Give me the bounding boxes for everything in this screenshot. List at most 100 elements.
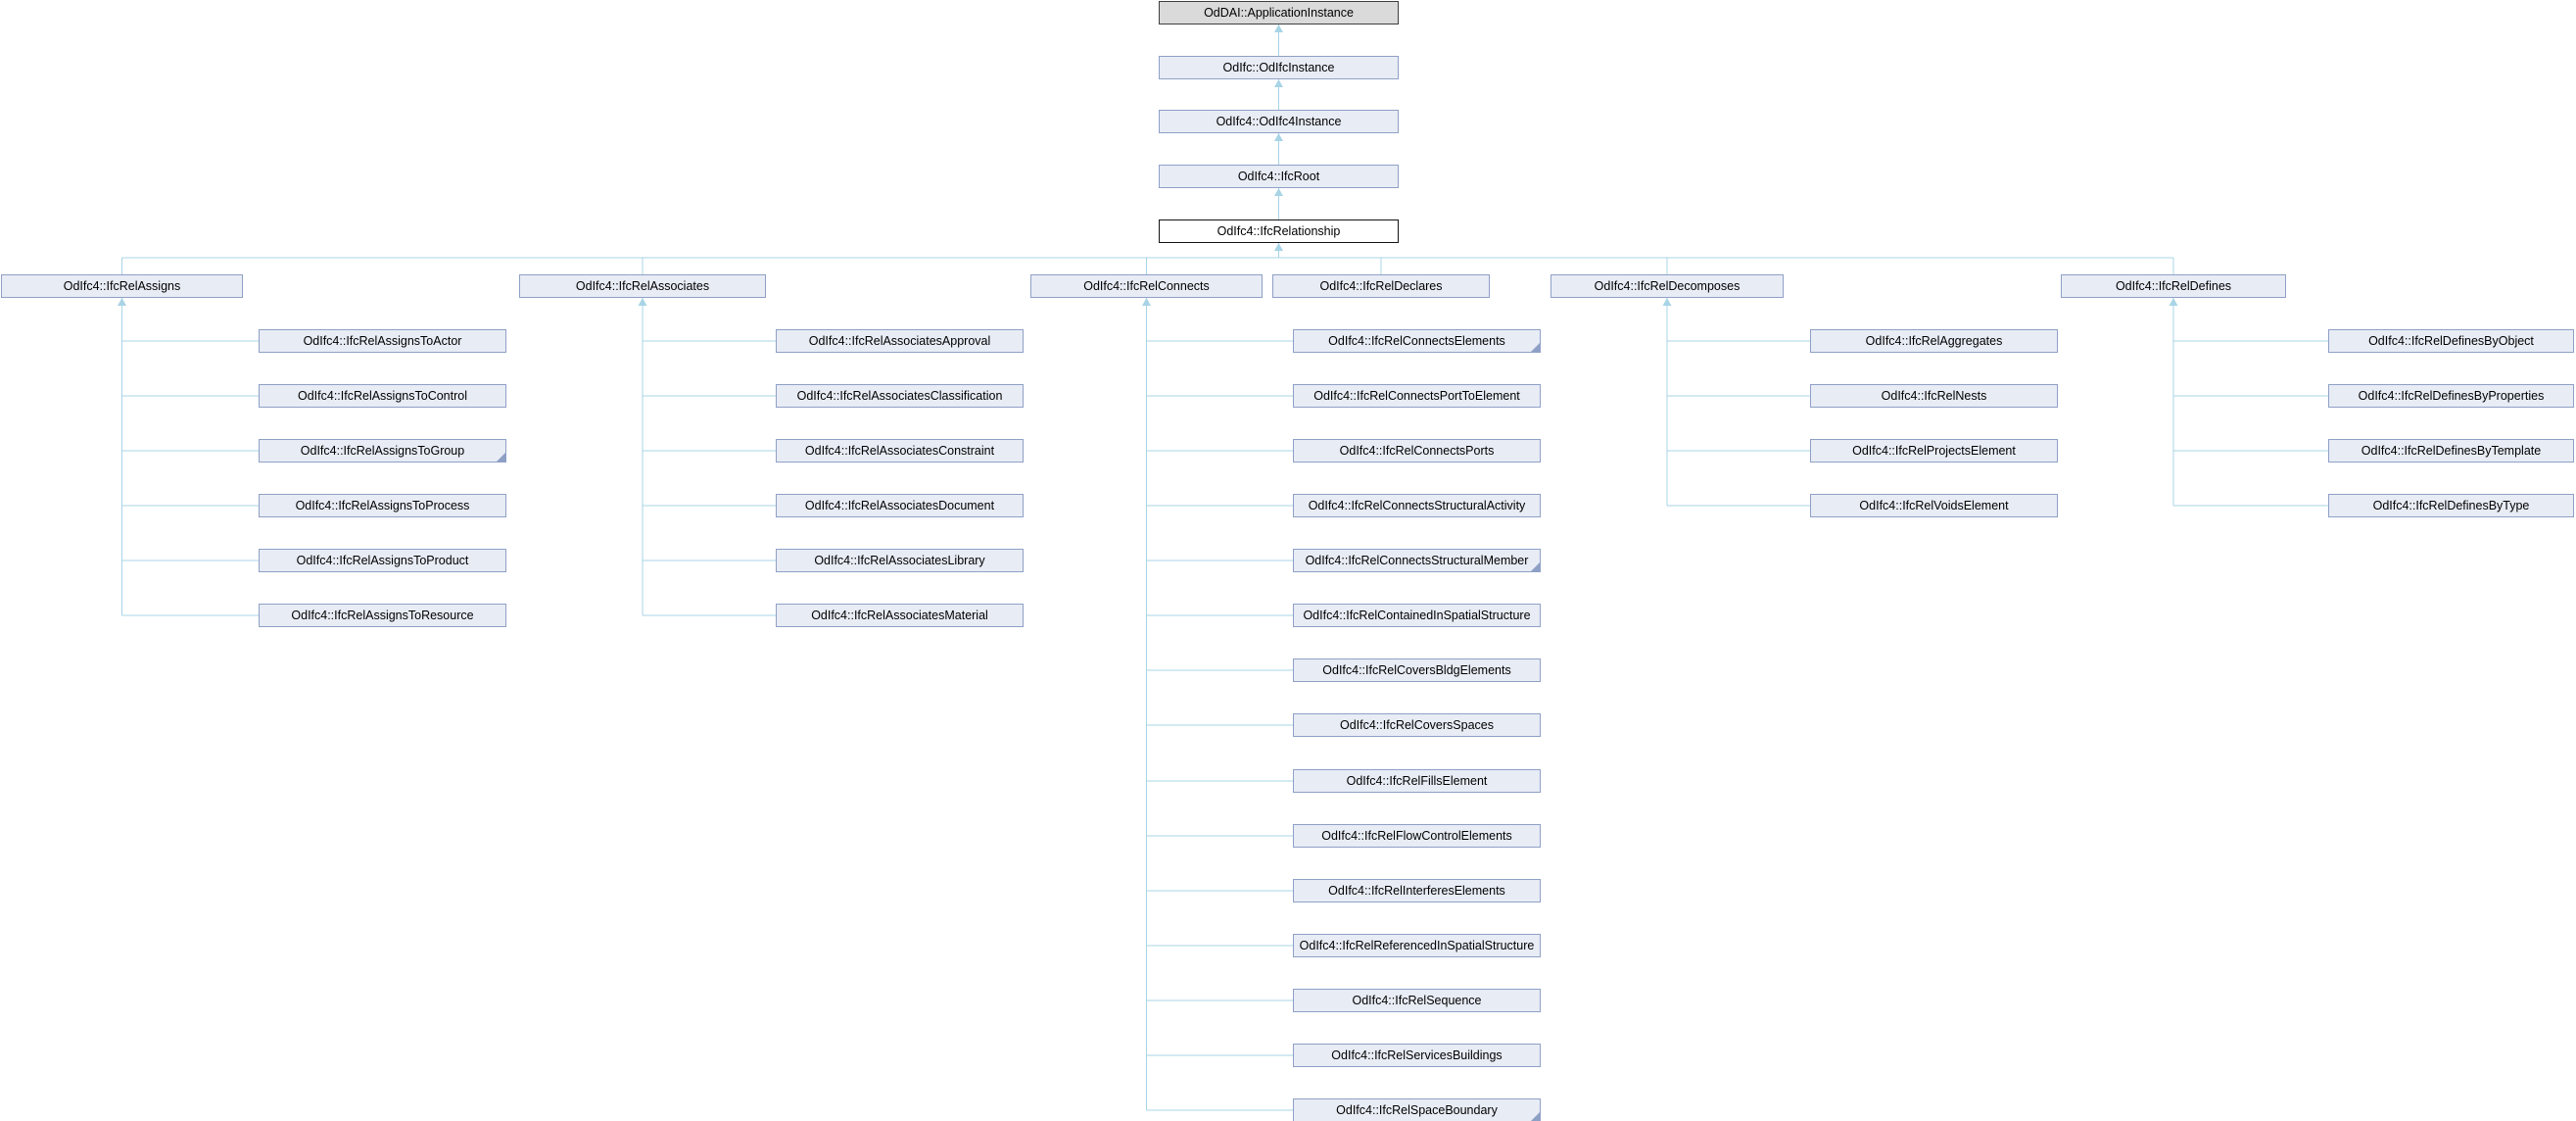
node-odifc4-ifcrelassignstoproduct[interactable]: OdIfc4::IfcRelAssignsToProduct — [259, 549, 506, 572]
node-oddai-applicationinstance: OdDAI::ApplicationInstance — [1159, 1, 1399, 24]
node-odifc4-ifcrelnests[interactable]: OdIfc4::IfcRelNests — [1810, 384, 2058, 408]
class-node-label: OdIfc4::IfcRelDefines — [2115, 279, 2232, 293]
inheritance-arrowhead-icon — [1274, 188, 1283, 196]
node-odifc4-ifcrelassigns[interactable]: OdIfc4::IfcRelAssigns — [1, 274, 243, 298]
node-odifc-odifcinstance[interactable]: OdIfc::OdIfcInstance — [1159, 56, 1399, 79]
inheritance-arrowhead-icon — [1274, 24, 1283, 32]
class-node-label: OdIfc4::IfcRelDefinesByTemplate — [2361, 444, 2542, 458]
node-odifc4-ifcrelreferencedinspatialstructure[interactable]: OdIfc4::IfcRelReferencedInSpatialStructu… — [1293, 934, 1541, 957]
class-node-label: OdIfc4::IfcRelAssignsToGroup — [300, 444, 465, 458]
class-node-label: OdIfc4::OdIfc4Instance — [1216, 115, 1342, 128]
class-node-label: OdIfc4::IfcRelFlowControlElements — [1321, 829, 1512, 843]
node-odifc4-ifcrelassignstoprocess[interactable]: OdIfc4::IfcRelAssignsToProcess — [259, 494, 506, 517]
node-odifc4-ifcrelassociatesdocument[interactable]: OdIfc4::IfcRelAssociatesDocument — [776, 494, 1024, 517]
node-odifc4-ifcreldecomposes[interactable]: OdIfc4::IfcRelDecomposes — [1550, 274, 1784, 298]
class-node-label: OdIfc4::IfcRelVoidsElement — [1859, 499, 2009, 512]
class-node-label: OdIfc4::IfcRelDefinesByType — [2372, 499, 2530, 512]
class-node-label: OdIfc4::IfcRelInterferesElements — [1328, 884, 1505, 898]
inheritance-arrowhead-icon — [1274, 243, 1283, 251]
node-odifc4-ifcrelassociatesclassification[interactable]: OdIfc4::IfcRelAssociatesClassification — [776, 384, 1024, 408]
class-node-label: OdIfc4::IfcRelAssociatesLibrary — [814, 554, 985, 567]
class-node-label: OdIfc4::IfcRelReferencedInSpatialStructu… — [1299, 939, 1535, 952]
node-odifc4-ifcrelservicesbuildings[interactable]: OdIfc4::IfcRelServicesBuildings — [1293, 1044, 1541, 1067]
node-odifc4-ifcrelassignstoresource[interactable]: OdIfc4::IfcRelAssignsToResource — [259, 604, 506, 627]
node-odifc4-ifcrelcoversspaces[interactable]: OdIfc4::IfcRelCoversSpaces — [1293, 713, 1541, 737]
class-node-label: OdIfc4::IfcRelAssociatesConstraint — [804, 444, 995, 458]
class-node-label: OdIfc4::IfcRelSequence — [1352, 994, 1482, 1007]
node-odifc4-ifcrelassignstocontrol[interactable]: OdIfc4::IfcRelAssignsToControl — [259, 384, 506, 408]
class-node-label: OdIfc4::IfcRelConnectsPorts — [1339, 444, 1495, 458]
class-node-label: OdIfc4::IfcRelDecomposes — [1594, 279, 1741, 293]
node-odifc4-ifcroot[interactable]: OdIfc4::IfcRoot — [1159, 165, 1399, 188]
class-node-label: OdIfc4::IfcRelCoversSpaces — [1339, 718, 1494, 732]
class-node-label: OdIfc4::IfcRelConnectsStructuralMember — [1305, 554, 1529, 567]
class-node-label: OdDAI::ApplicationInstance — [1204, 6, 1354, 20]
class-node-label: OdIfc4::IfcRelAssignsToProcess — [295, 499, 470, 512]
node-odifc4-ifcrelinterfereselements[interactable]: OdIfc4::IfcRelInterferesElements — [1293, 879, 1541, 902]
class-node-label: OdIfc4::IfcRoot — [1237, 170, 1320, 183]
node-odifc4-ifcrelvoidselement[interactable]: OdIfc4::IfcRelVoidsElement — [1810, 494, 2058, 517]
node-odifc4-odifc4instance[interactable]: OdIfc4::OdIfc4Instance — [1159, 110, 1399, 133]
node-odifc4-ifcrelconnects[interactable]: OdIfc4::IfcRelConnects — [1030, 274, 1263, 298]
node-odifc4-ifcrelassociatesmaterial[interactable]: OdIfc4::IfcRelAssociatesMaterial — [776, 604, 1024, 627]
more-subclasses-fold-icon — [1531, 343, 1540, 352]
inheritance-arrowhead-icon — [1274, 79, 1283, 87]
class-node-label: OdIfc4::IfcRelAssignsToProduct — [296, 554, 469, 567]
node-odifc4-ifcrelassignstogroup[interactable]: OdIfc4::IfcRelAssignsToGroup — [259, 439, 506, 463]
node-odifc4-ifcreldeclares[interactable]: OdIfc4::IfcRelDeclares — [1272, 274, 1490, 298]
more-subclasses-fold-icon — [497, 453, 505, 462]
node-odifc4-ifcrelspaceboundary[interactable]: OdIfc4::IfcRelSpaceBoundary — [1293, 1098, 1541, 1121]
node-odifc4-ifcrelassociates[interactable]: OdIfc4::IfcRelAssociates — [519, 274, 766, 298]
class-node-label: OdIfc4::IfcRelAssigns — [63, 279, 181, 293]
node-odifc4-ifcrelconnectsporttoelement[interactable]: OdIfc4::IfcRelConnectsPortToElement — [1293, 384, 1541, 408]
node-odifc4-ifcrelconnectsports[interactable]: OdIfc4::IfcRelConnectsPorts — [1293, 439, 1541, 463]
class-node-label: OdIfc4::IfcRelSpaceBoundary — [1336, 1103, 1498, 1117]
class-node-label: OdIfc4::IfcRelDeclares — [1319, 279, 1443, 293]
node-odifc4-ifcrelassociateslibrary[interactable]: OdIfc4::IfcRelAssociatesLibrary — [776, 549, 1024, 572]
more-subclasses-fold-icon — [1531, 1112, 1540, 1121]
node-odifc4-ifcrelationship: OdIfc4::IfcRelationship — [1159, 219, 1399, 243]
class-node-label: OdIfc4::IfcRelProjectsElement — [1852, 444, 2016, 458]
class-node-label: OdIfc4::IfcRelAssignsToControl — [298, 389, 467, 403]
class-node-label: OdIfc4::IfcRelConnectsPortToElement — [1313, 389, 1520, 403]
node-odifc4-ifcrelassignstoactor[interactable]: OdIfc4::IfcRelAssignsToActor — [259, 329, 506, 353]
node-odifc4-ifcrelconnectsstructuralmember[interactable]: OdIfc4::IfcRelConnectsStructuralMember — [1293, 549, 1541, 572]
inheritance-arrowhead-icon — [1274, 133, 1283, 141]
node-odifc4-ifcrelconnectsstructuralactivity[interactable]: OdIfc4::IfcRelConnectsStructuralActivity — [1293, 494, 1541, 517]
class-node-label: OdIfc4::IfcRelContainedInSpatialStructur… — [1303, 609, 1531, 622]
node-odifc4-ifcrelprojectselement[interactable]: OdIfc4::IfcRelProjectsElement — [1810, 439, 2058, 463]
class-node-label: OdIfc4::IfcRelNests — [1881, 389, 1987, 403]
node-odifc4-ifcrelsequence[interactable]: OdIfc4::IfcRelSequence — [1293, 989, 1541, 1012]
node-odifc4-ifcrelassociatesapproval[interactable]: OdIfc4::IfcRelAssociatesApproval — [776, 329, 1024, 353]
class-node-label: OdIfc4::IfcRelServicesBuildings — [1331, 1048, 1503, 1062]
class-node-label: OdIfc4::IfcRelAssociatesDocument — [804, 499, 995, 512]
class-node-label: OdIfc4::IfcRelDefinesByProperties — [2358, 389, 2545, 403]
class-node-label: OdIfc4::IfcRelAggregates — [1865, 334, 2003, 348]
node-odifc4-ifcrelassociatesconstraint[interactable]: OdIfc4::IfcRelAssociatesConstraint — [776, 439, 1024, 463]
class-node-label: OdIfc4::IfcRelAssociatesMaterial — [811, 609, 988, 622]
class-node-label: OdIfc4::IfcRelAssociatesApproval — [808, 334, 991, 348]
node-odifc4-ifcrelcoversbldgelements[interactable]: OdIfc4::IfcRelCoversBldgElements — [1293, 658, 1541, 682]
node-odifc4-ifcrelaggregates[interactable]: OdIfc4::IfcRelAggregates — [1810, 329, 2058, 353]
class-node-label: OdIfc4::IfcRelFillsElement — [1346, 774, 1488, 788]
class-node-label: OdIfc4::IfcRelAssignsToResource — [291, 609, 474, 622]
class-node-label: OdIfc4::IfcRelAssociatesClassification — [796, 389, 1003, 403]
class-node-label: OdIfc4::IfcRelDefinesByObject — [2368, 334, 2534, 348]
class-node-label: OdIfc4::IfcRelCoversBldgElements — [1322, 663, 1511, 677]
node-odifc4-ifcreldefinesbytemplate[interactable]: OdIfc4::IfcRelDefinesByTemplate — [2328, 439, 2574, 463]
node-odifc4-ifcrelflowcontrolelements[interactable]: OdIfc4::IfcRelFlowControlElements — [1293, 824, 1541, 848]
more-subclasses-fold-icon — [1531, 562, 1540, 571]
class-node-label: OdIfc4::IfcRelConnectsElements — [1328, 334, 1505, 348]
node-odifc4-ifcreldefinesbyproperties[interactable]: OdIfc4::IfcRelDefinesByProperties — [2328, 384, 2574, 408]
node-odifc4-ifcrelconnectselements[interactable]: OdIfc4::IfcRelConnectsElements — [1293, 329, 1541, 353]
node-odifc4-ifcrelfillselement[interactable]: OdIfc4::IfcRelFillsElement — [1293, 769, 1541, 793]
node-odifc4-ifcrelcontainedinspatialstructure[interactable]: OdIfc4::IfcRelContainedInSpatialStructur… — [1293, 604, 1541, 627]
class-node-label: OdIfc4::IfcRelAssociates — [575, 279, 710, 293]
node-odifc4-ifcreldefines[interactable]: OdIfc4::IfcRelDefines — [2061, 274, 2286, 298]
class-node-label: OdIfc4::IfcRelConnects — [1083, 279, 1210, 293]
node-odifc4-ifcreldefinesbyobject[interactable]: OdIfc4::IfcRelDefinesByObject — [2328, 329, 2574, 353]
class-node-label: OdIfc4::IfcRelConnectsStructuralActivity — [1308, 499, 1526, 512]
node-odifc4-ifcreldefinesbytype[interactable]: OdIfc4::IfcRelDefinesByType — [2328, 494, 2574, 517]
